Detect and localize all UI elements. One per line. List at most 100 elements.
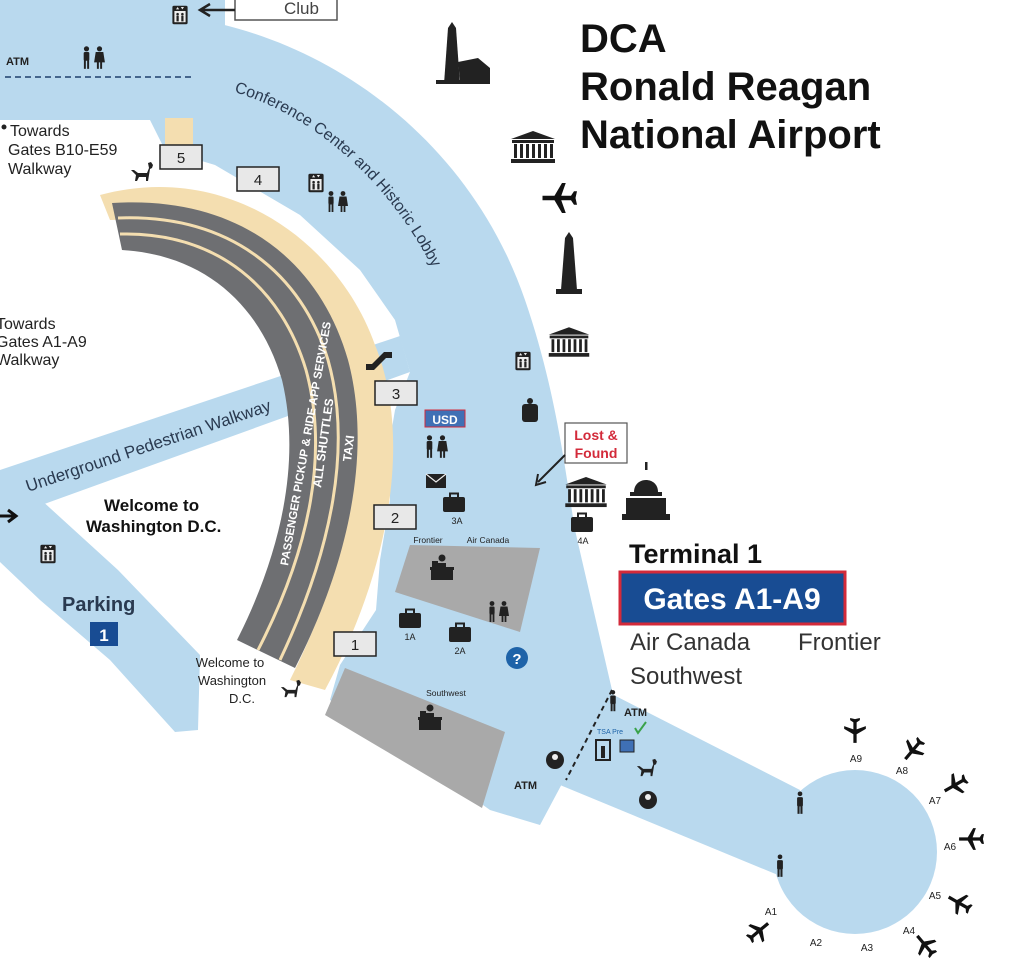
body-scanner-icon xyxy=(595,739,611,761)
svg-text:Towards: Towards xyxy=(0,316,56,333)
pet-relief-icon xyxy=(280,679,301,698)
door-4-number: 4 xyxy=(254,172,262,189)
elevator-icon xyxy=(40,544,56,564)
gate-a8-label: A8 xyxy=(896,766,909,777)
svg-text:Towards: Towards xyxy=(10,123,70,140)
pedestrian-walkway-label: Underground Pedestrian Walkway xyxy=(23,396,274,496)
header-line1: DCA xyxy=(580,17,667,61)
lane-divider-1 xyxy=(117,216,340,661)
door-2[interactable]: 2 xyxy=(373,504,417,530)
svg-text:Gates A1-A9: Gates A1-A9 xyxy=(0,334,87,351)
roadway xyxy=(112,202,358,669)
club-arrow xyxy=(197,2,235,18)
memorial-building-icon xyxy=(548,327,590,357)
door-4[interactable]: 4 xyxy=(236,166,280,192)
gate-a1-airplane-icon xyxy=(742,915,776,948)
memorial-building-icon xyxy=(565,476,607,508)
svg-text:Gates B10-E59: Gates B10-E59 xyxy=(8,142,118,159)
luggage-cart-icon xyxy=(522,398,538,422)
svg-text:Walkway: Walkway xyxy=(0,352,59,369)
southwest-checkin-label: Southwest xyxy=(426,688,466,698)
gates-badge[interactable]: Gates A1-A9 xyxy=(618,570,847,626)
gates-badge-label: Gates A1-A9 xyxy=(643,583,820,616)
lost-found-arrow xyxy=(534,454,566,487)
gate-a7-airplane-icon xyxy=(939,769,972,801)
frontier-checkin-label: Frontier xyxy=(413,535,442,545)
security-atm-label-1: ATM xyxy=(624,707,647,719)
obelisk-icon xyxy=(556,232,582,294)
baggage-4a-label: 4A xyxy=(577,536,588,546)
header-line2: Ronald Reagan xyxy=(580,65,871,109)
parking-label: Parking xyxy=(62,594,135,616)
welcome-line2: Washington D.C. xyxy=(86,517,221,536)
gate-a7-label: A7 xyxy=(929,796,942,807)
lane-taxi-label: TAXI xyxy=(340,434,357,462)
lane-divider-2 xyxy=(119,232,318,651)
door-3-number: 3 xyxy=(392,386,400,403)
gate-a1-label: A1 xyxy=(765,907,778,918)
top-atm-label: ATM xyxy=(6,56,29,68)
svg-text:Walkway: Walkway xyxy=(8,161,71,178)
lost-found-sign[interactable]: Lost & Found xyxy=(564,422,628,464)
airplane-icon xyxy=(542,183,577,213)
baggage-1a-label: 1A xyxy=(404,632,415,642)
gate-a5-airplane-icon xyxy=(943,887,976,919)
door-1[interactable]: 1 xyxy=(333,631,377,657)
parking-number: 1 xyxy=(99,626,108,645)
welcome-line1: Welcome to xyxy=(104,496,199,515)
door-1-number: 1 xyxy=(351,637,359,654)
family-room-icon xyxy=(546,751,564,769)
door-3[interactable]: 3 xyxy=(374,380,418,406)
gate-a2-label: A2 xyxy=(810,938,823,949)
door-5-number: 5 xyxy=(177,150,185,167)
terminal-title: Terminal 1 xyxy=(629,539,762,569)
checkin-area-southwest xyxy=(325,668,505,808)
lost-found-line1: Lost & xyxy=(574,427,618,443)
baggage-2a-label: 2A xyxy=(454,646,465,656)
walkway-arrow-icon xyxy=(0,508,19,524)
lost-found-line2: Found xyxy=(575,445,618,461)
gate-a9-label: A9 xyxy=(850,754,863,765)
security-atm-label-2: ATM xyxy=(514,780,537,792)
airline-southwest: Southwest xyxy=(630,663,742,690)
information-icon[interactable]: ? xyxy=(506,647,528,669)
baggage-claim-icon xyxy=(570,512,594,532)
currency-exchange-sign[interactable]: USD xyxy=(424,409,466,428)
elevator-icon xyxy=(308,173,324,193)
svg-text:Washington: Washington xyxy=(198,673,266,688)
header-line3: National Airport xyxy=(580,113,881,157)
gate-a3-label: A3 xyxy=(861,943,874,954)
precheck-label: TSA Pre xyxy=(597,729,623,736)
family-room-icon-2 xyxy=(639,791,657,809)
capitol-dome-icon xyxy=(622,462,670,520)
club-label: Club xyxy=(284,0,319,18)
airline-frontier: Frontier xyxy=(798,629,881,656)
air-canada-checkin-label: Air Canada xyxy=(467,535,510,545)
elevator-icon xyxy=(515,351,531,371)
door-5[interactable]: 5 xyxy=(159,144,203,170)
curb-cap xyxy=(165,118,193,148)
club-sign[interactable]: Club xyxy=(234,0,338,21)
gate-pier xyxy=(560,688,800,880)
memorial-building-icon xyxy=(511,131,555,163)
welcome-small-label: Welcome to Washington D.C. xyxy=(196,655,266,706)
pet-relief-icon xyxy=(131,162,153,181)
washington-monument-icon xyxy=(436,22,490,84)
currency-label: USD xyxy=(432,413,458,427)
gate-rotunda xyxy=(773,770,937,934)
gate-a9-airplane-icon xyxy=(844,718,866,743)
gate-a4-label: A4 xyxy=(903,926,916,937)
information-glyph: ? xyxy=(512,651,521,668)
escalator-icon xyxy=(366,352,392,370)
security-line xyxy=(565,689,613,781)
id-card-icon xyxy=(619,739,635,753)
svg-text:D.C.: D.C. xyxy=(229,691,255,706)
gate-a8-airplane-icon xyxy=(897,733,930,767)
svg-text:Welcome to: Welcome to xyxy=(196,655,264,670)
gate-a5-label: A5 xyxy=(929,891,942,902)
elevator-icon xyxy=(172,5,188,25)
towards-gates-a-label: Towards Gates A1-A9 Walkway xyxy=(0,316,87,369)
parking-number-badge[interactable]: 1 xyxy=(90,622,118,646)
gate-a6-label: A6 xyxy=(944,842,957,853)
